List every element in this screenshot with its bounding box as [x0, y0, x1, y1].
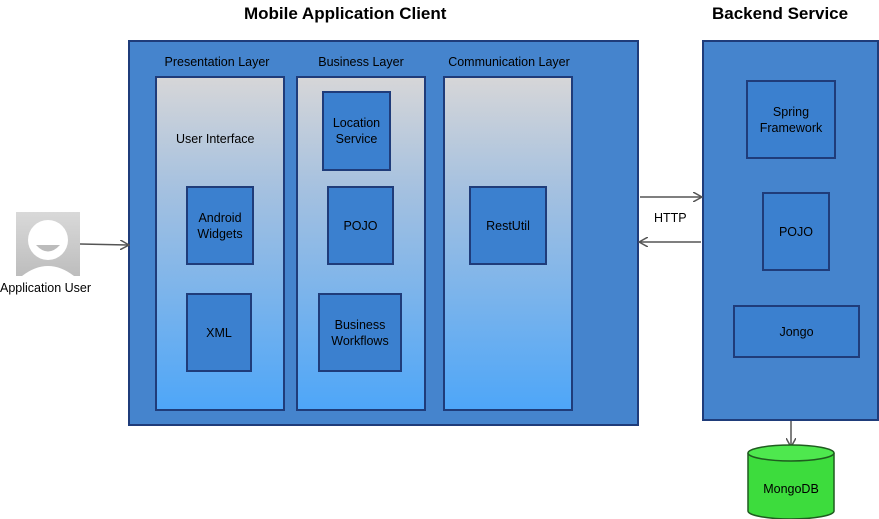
- user-avatar-icon: [16, 212, 80, 276]
- business-layer-label: Business Layer: [318, 55, 404, 69]
- mobile-client-title: Mobile Application Client: [244, 4, 447, 23]
- http-label: HTTP: [654, 211, 687, 225]
- spring-framework-box: Spring Framework: [746, 80, 836, 159]
- presentation-layer-label: Presentation Layer: [164, 55, 270, 69]
- location-service-box: Location Service: [322, 91, 391, 171]
- jongo-box: Jongo: [733, 305, 860, 358]
- user-to-client-arrow: [79, 244, 128, 245]
- user-interface-label: User Interface: [176, 132, 255, 146]
- communication-layer-label: Communication Layer: [448, 55, 570, 69]
- mongodb-label: MongoDB: [763, 482, 819, 496]
- business-pojo-box: POJO: [327, 186, 394, 265]
- backend-service-title: Backend Service: [712, 4, 849, 23]
- application-user-label: Application User: [0, 281, 92, 295]
- mongodb-database-icon: [747, 444, 835, 519]
- restutil-box: RestUtil: [469, 186, 547, 265]
- xml-box: XML: [186, 293, 252, 372]
- android-widgets-box: Android Widgets: [186, 186, 254, 265]
- business-workflows-box: Business Workflows: [318, 293, 402, 372]
- backend-pojo-box: POJO: [762, 192, 830, 271]
